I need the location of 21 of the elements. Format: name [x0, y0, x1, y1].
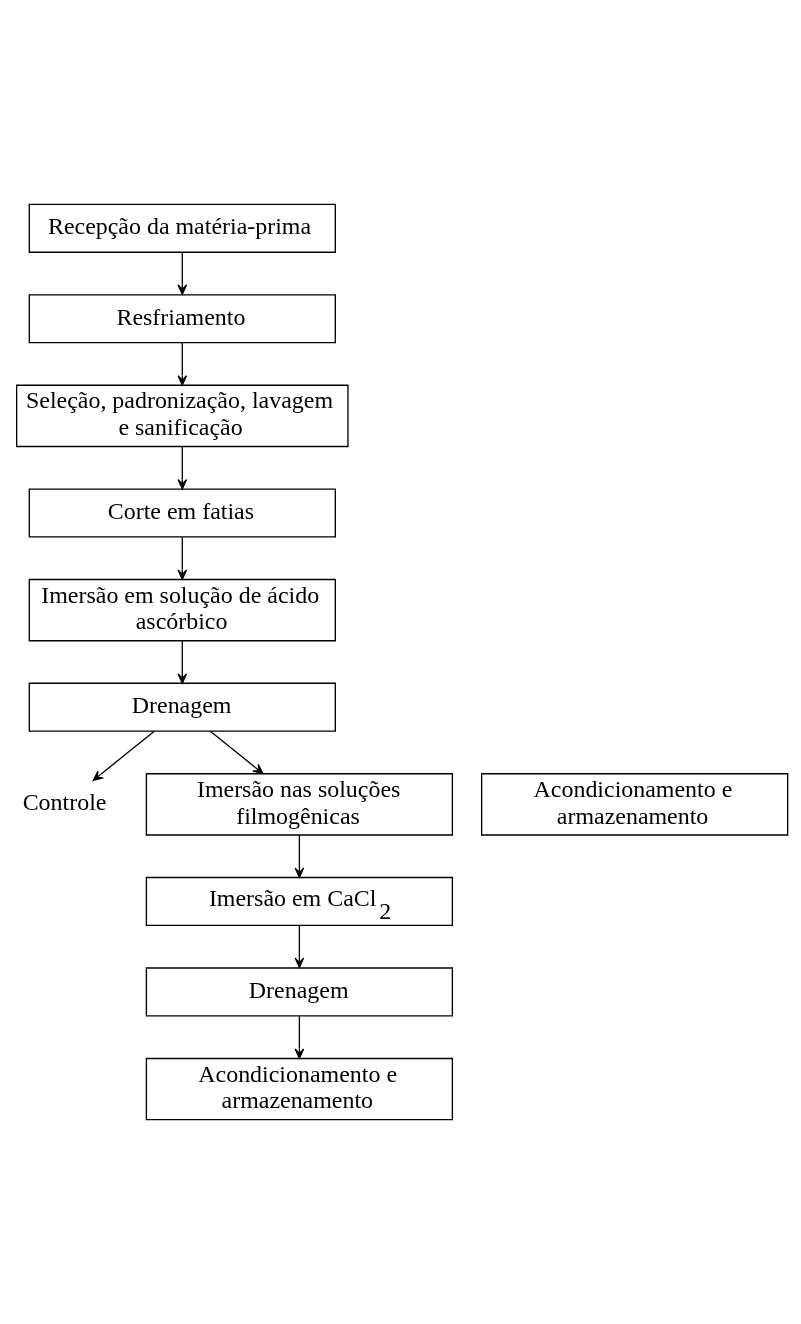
node-box: Drenagem	[28, 682, 336, 732]
node-box: Drenagem	[145, 967, 454, 1017]
node-box: Resfriamento	[28, 294, 336, 344]
arrow	[209, 730, 264, 775]
arrow	[177, 252, 188, 295]
node-box: Acondicionamento e armazenamento	[145, 1057, 454, 1121]
arrow	[92, 730, 155, 782]
node-box: Recepção da matéria-prima	[28, 203, 336, 253]
arrow	[177, 536, 188, 580]
arrow	[177, 342, 188, 386]
node-box: Imersão nas soluções filmogênicas	[145, 773, 454, 836]
arrow	[177, 640, 188, 684]
arrow	[294, 834, 305, 879]
node-box: Imersão em solução de ácido ascórbico	[28, 578, 336, 642]
arrow	[294, 925, 305, 969]
arrow	[294, 1015, 305, 1059]
node-text: Controle	[22, 789, 107, 816]
node-box: Acondicionamento e armazenamento	[481, 773, 789, 836]
node-box: Seleção, padronização, lavagem e sanificação	[16, 384, 349, 448]
node-box: Corte em fatias	[28, 488, 336, 538]
arrow	[177, 445, 188, 490]
